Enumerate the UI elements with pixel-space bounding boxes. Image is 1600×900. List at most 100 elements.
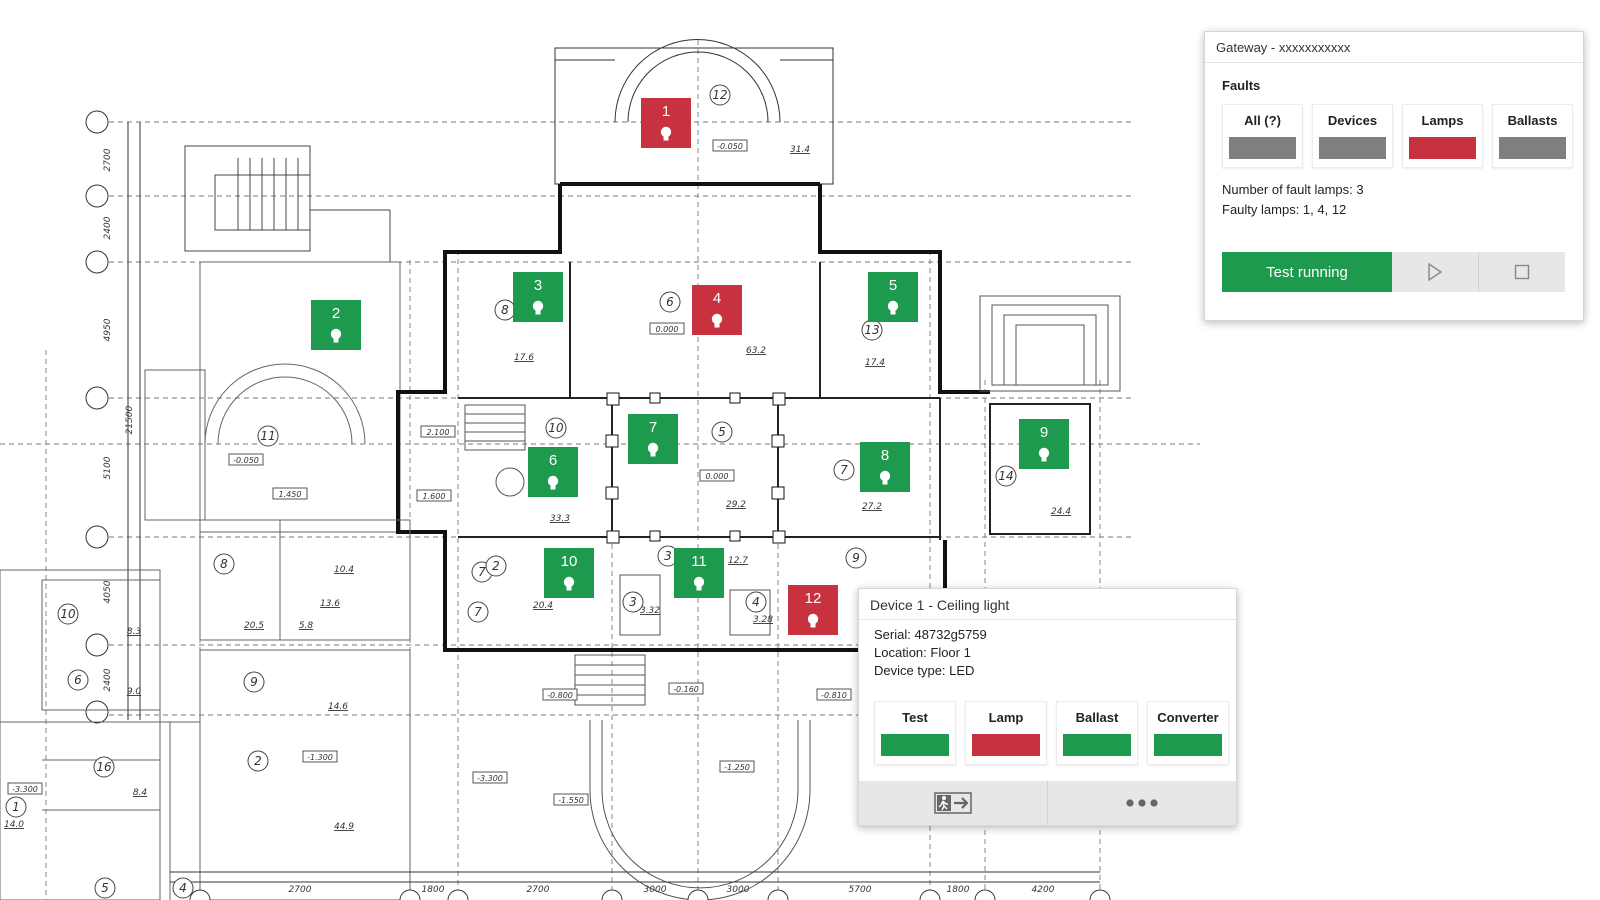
fault-filter-lamps[interactable]: Lamps — [1402, 104, 1483, 168]
room-number: 13 — [864, 323, 879, 337]
room-number: 5 — [101, 881, 109, 895]
lamp-marker-2[interactable]: 2 — [311, 300, 361, 350]
room-number-circle — [467, 601, 489, 623]
room-number-circle — [5, 796, 27, 818]
room-number: 9 — [250, 675, 258, 689]
lamp-number: 6 — [548, 452, 558, 469]
lamp-number: 3 — [533, 277, 543, 294]
columns — [605, 392, 786, 544]
room-number-circle — [845, 547, 867, 569]
level-label: 1.600 — [423, 492, 446, 501]
play-button[interactable] — [1392, 252, 1479, 292]
dimension-label: 21500 — [125, 405, 135, 434]
area-label: 17.4 — [865, 358, 885, 368]
level-label-box — [7, 782, 43, 795]
device-serial: Serial: 48732g5759 — [874, 627, 987, 642]
area-label: 13.6 — [320, 599, 340, 609]
level-label-box — [553, 793, 589, 806]
device-check-lamp[interactable]: Lamp — [965, 701, 1047, 765]
fault-count-text: Number of fault lamps: 3 — [1222, 182, 1364, 197]
device-check-test[interactable]: Test — [874, 701, 956, 765]
fault-filter-all[interactable]: All (?) — [1222, 104, 1303, 168]
room-number-circle — [622, 591, 644, 613]
room-number-circle — [833, 459, 855, 481]
fault-filter-devices[interactable]: Devices — [1312, 104, 1393, 168]
filter-label: Ballasts — [1507, 113, 1558, 128]
dimension-label: 2400 — [103, 668, 113, 691]
stop-button[interactable] — [1479, 252, 1565, 292]
level-label: -0.800 — [547, 691, 573, 700]
emergency-exit-button[interactable] — [859, 781, 1048, 825]
lamp-number: 10 — [560, 553, 578, 570]
lamp-marker-6[interactable]: 6 — [528, 447, 578, 497]
area-label: 3.32 — [640, 606, 660, 616]
lightbulb-icon — [563, 576, 575, 591]
area-label: 8.4 — [133, 788, 148, 798]
area-label: 20.4 — [533, 601, 553, 611]
level-label-box — [302, 750, 338, 763]
room-number-circle — [67, 669, 89, 691]
lamp-marker-11[interactable]: 11 — [674, 548, 724, 598]
lightbulb-icon — [660, 126, 672, 141]
device-type: Device type: LED — [874, 663, 975, 678]
area-label: 27.2 — [862, 502, 882, 512]
level-label-box — [416, 489, 452, 502]
fault-filter-ballasts[interactable]: Ballasts — [1492, 104, 1573, 168]
lamp-marker-7[interactable]: 7 — [628, 414, 678, 464]
lamp-marker-1[interactable]: 1 — [641, 98, 691, 148]
lamp-number: 7 — [648, 419, 658, 436]
level-labels: -0.0500.0000.000-0.0501.4502.1001.600-0.… — [7, 139, 852, 806]
level-label: -1.250 — [724, 763, 750, 772]
title-divider — [859, 619, 1236, 620]
room-number: 3 — [664, 549, 672, 563]
level-label: -0.050 — [233, 456, 259, 465]
device-check-converter[interactable]: Converter — [1147, 701, 1229, 765]
dimension-label: 2700 — [103, 148, 113, 171]
room-number-circle — [257, 425, 279, 447]
lamp-number: 8 — [880, 447, 890, 464]
lamp-marker-9[interactable]: 9 — [1019, 419, 1069, 469]
lamp-marker-4[interactable]: 4 — [692, 285, 742, 335]
level-label: -0.810 — [821, 691, 847, 700]
lamp-marker-10[interactable]: 10 — [544, 548, 594, 598]
lamp-number: 4 — [712, 290, 722, 307]
area-label: 24.4 — [1051, 507, 1071, 517]
lamp-marker-5[interactable]: 5 — [868, 272, 918, 322]
bottom-dimension-label: 4200 — [1032, 885, 1055, 895]
area-label: 29.2 — [726, 500, 746, 510]
filter-status-bar — [1229, 137, 1296, 159]
gateway-panel: Gateway - xxxxxxxxxxx Faults All (?)Devi… — [1204, 31, 1584, 321]
area-label: 17.6 — [514, 353, 534, 363]
room-number-circle — [243, 671, 265, 693]
level-label-box — [712, 139, 748, 152]
room-number: 9 — [852, 551, 860, 565]
lamp-marker-8[interactable]: 8 — [860, 442, 910, 492]
lamp-marker-3[interactable]: 3 — [513, 272, 563, 322]
more-options-button[interactable] — [1048, 781, 1236, 825]
room-number-circle — [659, 291, 681, 313]
test-running-button[interactable]: Test running — [1222, 252, 1392, 292]
bottom-dimension-line — [170, 871, 1111, 900]
bottom-dimension-label: 3000 — [727, 885, 750, 895]
device-check-ballast[interactable]: Ballast — [1056, 701, 1138, 765]
lamp-marker-12[interactable]: 12 — [788, 585, 838, 635]
check-status-bar — [972, 734, 1040, 756]
level-label-box — [228, 453, 264, 466]
lightbulb-icon — [330, 328, 342, 343]
room-number-circle — [213, 553, 235, 575]
room-number: 7 — [478, 565, 486, 579]
lower-rooms — [464, 404, 811, 900]
lamp-number: 2 — [331, 305, 341, 322]
inner-walls — [458, 262, 1091, 540]
room-number: 12 — [712, 88, 727, 102]
faults-label: Faults — [1222, 78, 1261, 93]
level-label: -3.300 — [477, 774, 503, 783]
level-label: -1.300 — [307, 753, 333, 762]
lightbulb-icon — [887, 300, 899, 315]
area-label: 63.2 — [746, 346, 766, 356]
level-label-box — [542, 688, 578, 701]
